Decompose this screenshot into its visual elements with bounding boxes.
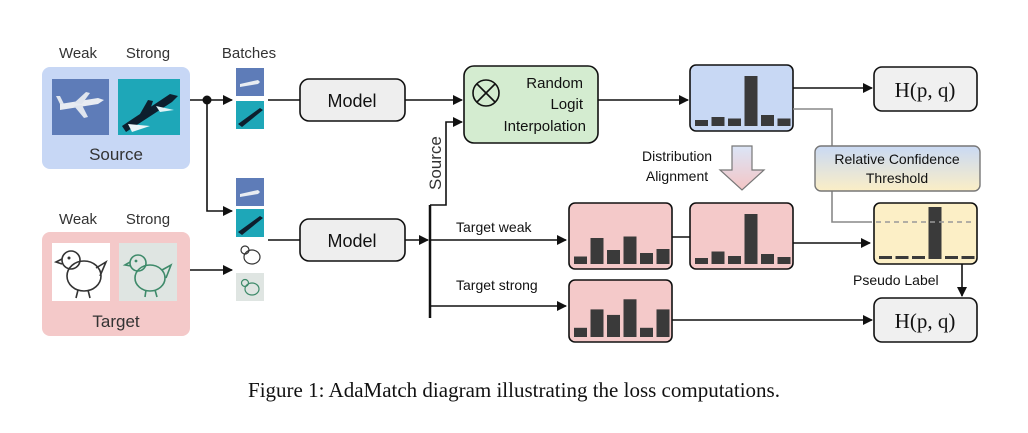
- relative-confidence-threshold-box: [814, 145, 981, 192]
- histogram-bar: [574, 327, 587, 337]
- distribution-alignment-label-2: Alignment: [646, 168, 708, 184]
- bird-weak-image: [52, 243, 110, 301]
- source-logits-histogram: [695, 76, 791, 126]
- rli-label-line2: Logit: [550, 96, 583, 113]
- batch-source-thumbnails: [236, 68, 264, 129]
- rli-label-line3: Interpolation: [503, 118, 586, 135]
- source-logits-histogram-box: [689, 64, 794, 132]
- pseudo-label-histogram: [879, 207, 975, 259]
- histogram-bar: [695, 120, 708, 126]
- histogram-bar: [623, 299, 637, 337]
- pseudo-label-histogram-box: [873, 202, 978, 265]
- target-strong-header: Strong: [126, 211, 170, 228]
- histogram-bar: [574, 256, 587, 264]
- model-bottom-label: Model: [327, 231, 376, 251]
- histogram-bar: [961, 256, 975, 259]
- airplane-strong-image: [118, 79, 180, 135]
- histogram-bar: [695, 258, 708, 264]
- distribution-alignment-label-1: Distribution: [642, 148, 712, 164]
- rli-label-line1: Random: [526, 75, 583, 92]
- histogram-bar: [777, 257, 791, 264]
- target-strong-histogram: [574, 299, 670, 337]
- loss-top-box: [873, 66, 978, 112]
- aligned-histogram: [695, 214, 791, 264]
- loss-bottom-box: [873, 297, 978, 343]
- batches-header: Batches: [222, 45, 276, 62]
- pseudo-label-text: Pseudo Label: [853, 272, 939, 288]
- histogram-bar: [623, 236, 637, 264]
- histogram-bar: [640, 327, 653, 337]
- source-vertical-label: Source: [426, 136, 445, 190]
- figure-caption: Figure 1: AdaMatch diagram illustrating …: [248, 378, 780, 402]
- histogram-bar: [945, 256, 958, 259]
- relative-confidence-label-2: Threshold: [866, 170, 928, 186]
- histogram-bar: [912, 256, 925, 259]
- histogram-bar: [728, 118, 741, 126]
- target-weak-histogram: [574, 236, 670, 264]
- histogram-bar: [761, 254, 774, 264]
- airplane-weak-image: [52, 79, 109, 135]
- histogram-bar: [928, 207, 942, 259]
- histogram-bar: [640, 253, 653, 264]
- loss-top-label: H(p, q): [895, 78, 956, 102]
- histogram-bar: [728, 256, 741, 264]
- histogram-bar: [656, 309, 670, 337]
- histogram-bar: [744, 76, 758, 126]
- batch-target-thumbnails: [236, 178, 264, 301]
- target-weak-branch-label: Target weak: [456, 219, 532, 235]
- target-panel-label: Target: [92, 312, 140, 331]
- histogram-bar: [656, 249, 670, 264]
- histogram-bar: [607, 250, 620, 264]
- loss-bottom-label: H(p, q): [895, 309, 956, 333]
- histogram-bar: [761, 115, 774, 126]
- source-weak-header: Weak: [59, 45, 98, 62]
- random-logit-interpolation-box: [463, 65, 599, 144]
- histogram-bar: [895, 256, 909, 259]
- source-strong-header: Strong: [126, 45, 170, 62]
- histogram-bar: [711, 117, 725, 126]
- relative-confidence-label-1: Relative Confidence: [834, 151, 960, 167]
- histogram-bar: [879, 256, 892, 259]
- bird-strong-image: [119, 243, 177, 301]
- distribution-alignment-arrow: [718, 145, 766, 191]
- histogram-bar: [607, 314, 620, 337]
- circled-times-icon: [472, 79, 500, 107]
- source-panel-label: Source: [89, 145, 143, 164]
- target-strong-branch-label: Target strong: [456, 277, 538, 293]
- target-weak-header: Weak: [59, 211, 98, 228]
- model-top-label: Model: [327, 91, 376, 111]
- histogram-bar: [711, 251, 725, 264]
- histogram-bar: [590, 238, 604, 264]
- histogram-bar: [744, 214, 758, 264]
- histogram-bar: [590, 309, 604, 337]
- histogram-bar: [777, 118, 791, 126]
